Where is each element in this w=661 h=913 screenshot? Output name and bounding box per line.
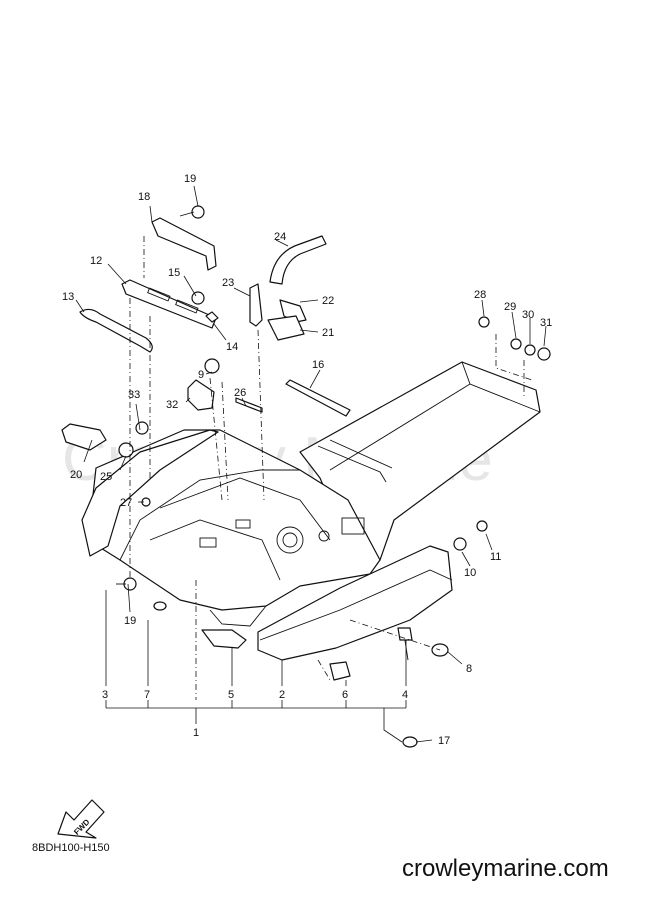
callout-26: 26: [234, 387, 246, 399]
callout-29: 29: [504, 301, 516, 313]
callout-18: 18: [138, 191, 150, 203]
callout-5: 5: [228, 689, 234, 701]
bracket-22-21: [267, 299, 307, 341]
callout-22: 22: [322, 295, 334, 307]
diagram-code: 8BDH100-H150: [32, 842, 110, 854]
callout-14: 14: [226, 341, 238, 353]
callout-labels: 1 2 3 4 5 6 7 8 9 10 11 12 13 14 15 16 1…: [62, 173, 552, 747]
handle-24: [269, 235, 327, 285]
callout-4: 4: [402, 689, 408, 701]
callout-8: 8: [466, 663, 472, 675]
fasteners: [116, 205, 551, 748]
dash-leaders: [129, 236, 533, 700]
bracket-5: [201, 629, 247, 649]
callout-27: 27: [120, 497, 132, 509]
callout-16: 16: [312, 359, 324, 371]
fwd-arrow-icon: FWD: [57, 799, 105, 839]
callout-10: 10: [464, 567, 476, 579]
callout-7: 7: [144, 689, 150, 701]
callout-33: 33: [128, 389, 140, 401]
callout-32: 32: [166, 399, 178, 411]
callout-19-top: 19: [184, 173, 196, 185]
callout-28: 28: [474, 289, 486, 301]
handle-13: [79, 308, 153, 353]
callout-20: 20: [70, 469, 82, 481]
bar-23: [249, 283, 263, 327]
callout-2: 2: [279, 689, 285, 701]
plate-12: [121, 279, 217, 329]
side-skirt: [257, 545, 453, 661]
pad-20: [61, 423, 107, 451]
callout-bracket: [75, 185, 547, 743]
site-link[interactable]: crowleymarine.com: [402, 855, 609, 882]
callout-6: 6: [342, 689, 348, 701]
plate-14: [205, 311, 219, 323]
callout-30: 30: [522, 309, 534, 321]
bar-16: [285, 379, 351, 417]
callout-3: 3: [102, 689, 108, 701]
chassis-frame: [87, 429, 381, 627]
callout-21: 21: [322, 327, 334, 339]
callout-11: 11: [490, 551, 501, 563]
callout-13: 13: [62, 291, 74, 303]
callout-17: 17: [438, 735, 450, 747]
callout-24: 24: [274, 231, 286, 243]
callout-12: 12: [90, 255, 102, 267]
callout-25: 25: [100, 471, 112, 483]
callout-23: 23: [222, 277, 234, 289]
callout-15: 15: [168, 267, 180, 279]
bracket-18: [151, 217, 217, 271]
callout-1: 1: [193, 727, 199, 739]
callout-9: 9: [198, 369, 204, 381]
callout-19-bottom: 19: [124, 615, 136, 627]
callout-31: 31: [540, 317, 552, 329]
bracket-32: [187, 379, 215, 411]
